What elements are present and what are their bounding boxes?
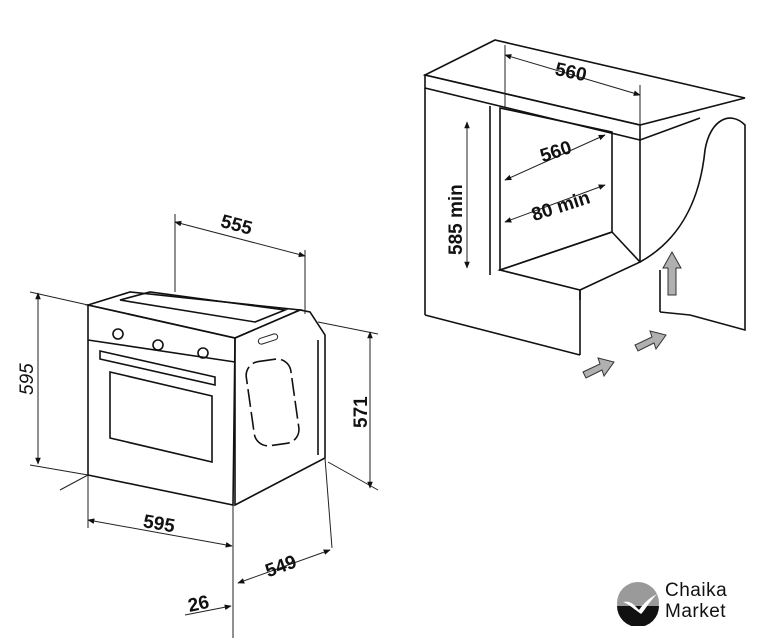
dim-oven-height-side: 571: [351, 396, 372, 428]
seagull-logo-icon: [617, 582, 659, 626]
dim-cabinet-rear-gap: 80 min: [529, 187, 593, 226]
oven-top: [84, 291, 304, 339]
dim-oven-height-front: 595: [17, 363, 38, 395]
dim-front-thickness: 26: [186, 592, 211, 617]
cabinet-dimension-lines: [464, 45, 641, 269]
countertop-front: [424, 73, 641, 142]
airflow-arrow-icon: [582, 357, 615, 379]
cabinet-side-cut: [639, 117, 746, 332]
airflow-arrow-icon: [662, 250, 682, 296]
cabinet-drawing: [422, 39, 746, 356]
oven-handle: [99, 349, 216, 387]
side-cutout: [245, 358, 300, 447]
dim-cabinet-width-outer: 560: [553, 59, 588, 86]
oven-drawing: [84, 291, 326, 507]
dim-cabinet-width-inner: 560: [538, 137, 575, 167]
knob-icon: [112, 328, 124, 340]
oven-side: [234, 309, 326, 507]
oven-window: [109, 370, 213, 464]
airflow-arrow-icon: [634, 330, 667, 352]
airflow-arrows: [582, 250, 682, 379]
cabinet-shelf: [497, 231, 642, 291]
dim-oven-width-top: 555: [218, 211, 254, 240]
brand-logo: Chaika Market: [615, 578, 764, 628]
oven-top-panel: [119, 291, 289, 323]
dim-oven-width-front: 595: [142, 511, 177, 537]
side-slot: [257, 333, 279, 345]
knob-icon: [197, 347, 209, 359]
control-panel-edge: [87, 339, 236, 363]
knob-icon: [152, 339, 164, 351]
dim-oven-depth: 549: [263, 552, 300, 583]
logo-line2: Market: [665, 601, 727, 622]
logo-line1: Chaika: [665, 580, 728, 601]
oven-dimension-lines: [29, 214, 379, 638]
dim-cabinet-height-min: 585 min: [446, 184, 467, 255]
